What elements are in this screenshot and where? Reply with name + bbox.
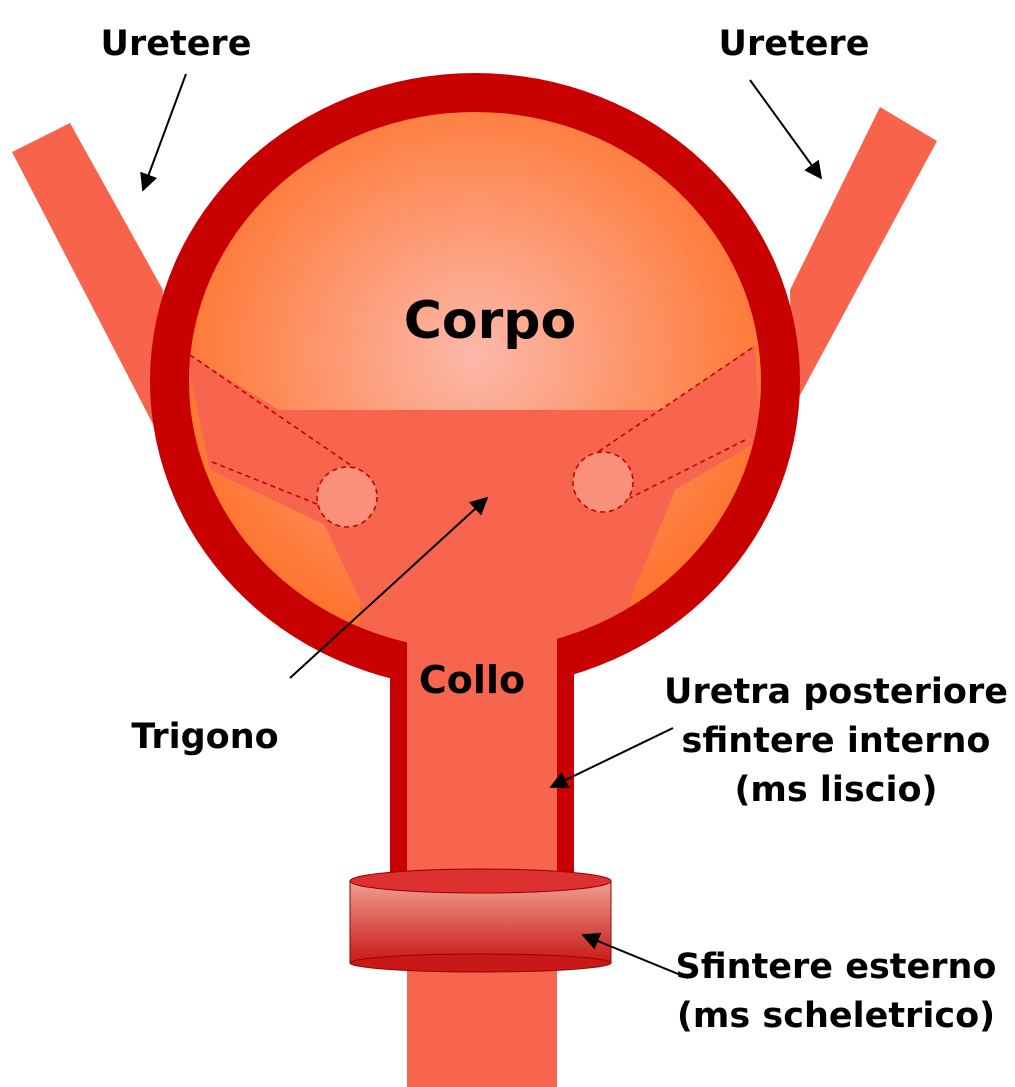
distal-urethra <box>407 960 557 1087</box>
label-ureter-left: Uretere <box>101 24 252 64</box>
label-posterior-urethra-line1: Uretra posteriore <box>664 672 1008 712</box>
arrow-ureter-left <box>143 74 186 190</box>
label-posterior-urethra-line3: (ms liscio) <box>734 770 937 810</box>
label-body: Corpo <box>404 291 576 351</box>
label-neck: Collo <box>419 658 525 702</box>
right-ureteral-orifice <box>573 452 633 512</box>
left-ureter <box>12 123 163 428</box>
left-ureteral-orifice <box>317 467 377 527</box>
label-ureter-right: Uretere <box>719 24 870 64</box>
arrow-ureter-right <box>750 80 821 178</box>
label-external-sphincter-line1: Sfintere esterno <box>676 947 997 987</box>
label-trigone: Trigono <box>131 717 278 757</box>
external-sphincter <box>350 869 611 972</box>
urethra-lumen <box>407 600 557 890</box>
right-ureter <box>790 107 937 410</box>
label-posterior-urethra-line2: sfintere interno <box>682 721 991 761</box>
label-external-sphincter-line2: (ms scheletrico) <box>677 996 995 1036</box>
